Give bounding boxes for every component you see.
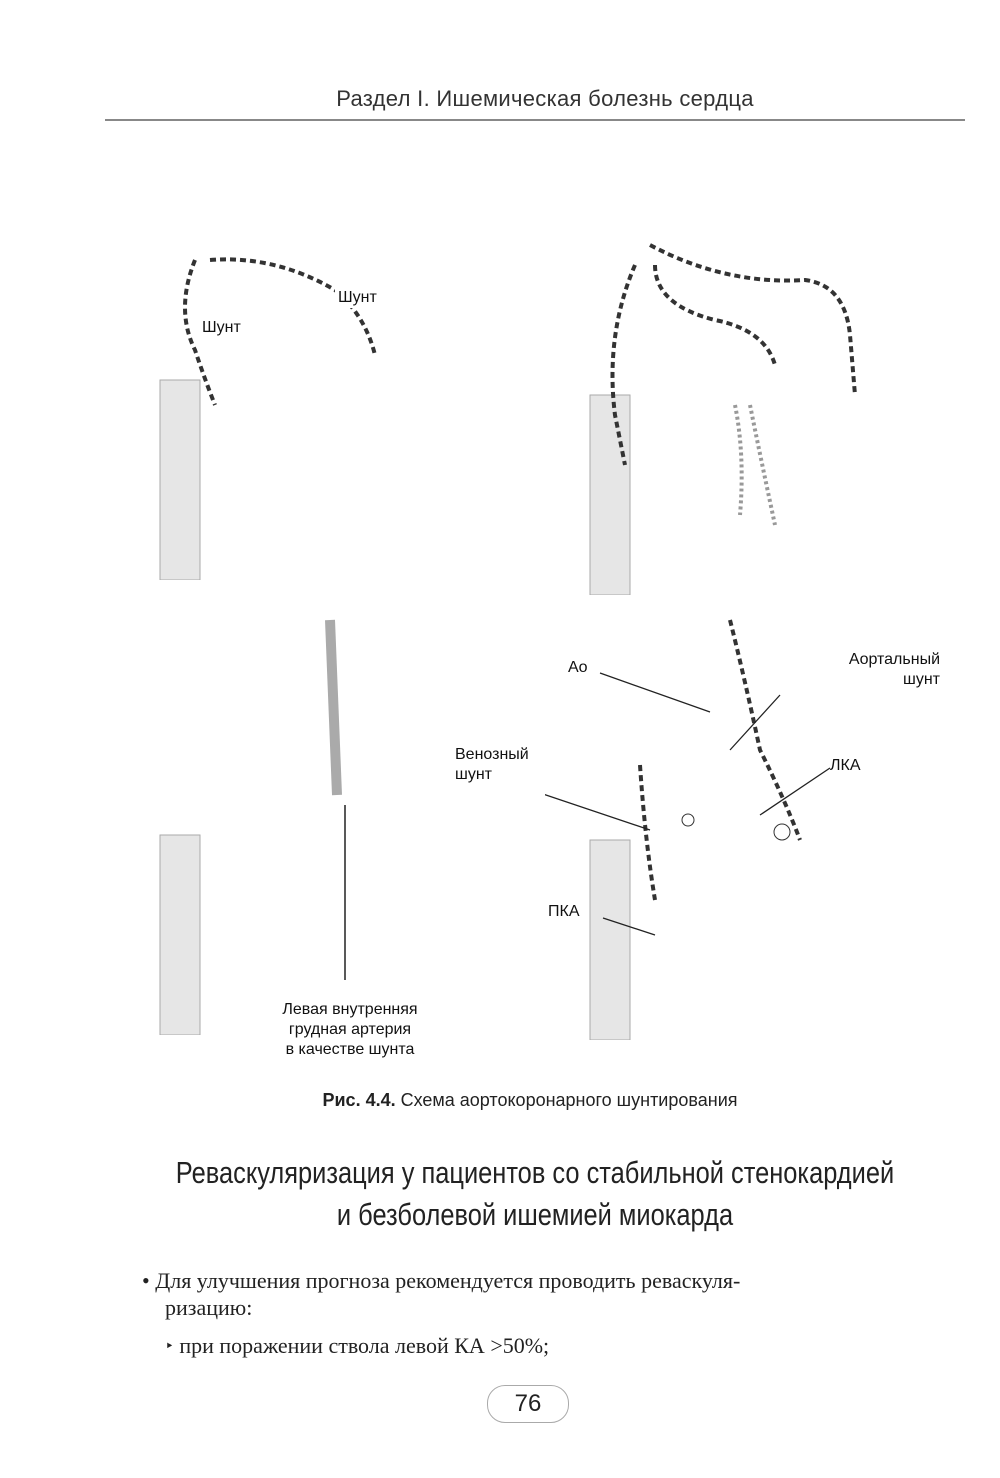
caption-text: Схема аортокоронарного шунтирования	[395, 1090, 738, 1110]
label-line: Венозный	[455, 746, 529, 763]
bullet-item: • Для улучшения прогноза рекомендуется п…	[142, 1266, 964, 1295]
heading-line: Реваскуляризация у пациентов со стабильн…	[175, 1155, 895, 1190]
pka-label: ПКА	[548, 903, 580, 920]
heart-illustration	[589, 394, 631, 596]
figure-panel-3: Левая внутренняя грудная артерия в качес…	[115, 595, 455, 1058]
caption-number: Рис. 4.4.	[322, 1090, 396, 1110]
heading-line: и безболевой ишемией миокарда	[336, 1197, 734, 1232]
figure-caption: Рис. 4.4. Схема аортокоронарного шунтиро…	[0, 1090, 1000, 1111]
shunt-label: Шунт	[199, 318, 244, 338]
label-line: Левая внутренняя	[282, 1001, 418, 1018]
figure-panel-1: Шунт Шунт	[115, 140, 455, 581]
aortic-shunt-label: Аортальный шунт	[805, 650, 940, 690]
heart-shape	[159, 379, 201, 581]
lka-label: ЛКА	[830, 757, 861, 774]
section-heading: Реваскуляризация у пациентов со стабильн…	[96, 1152, 973, 1236]
running-head: Раздел I. Ишемическая болезнь сердца	[336, 86, 754, 111]
figure-panel-4: Ао Аортальный шунт Венозный шунт ЛКА ПКА	[455, 600, 940, 1041]
label-line: шунт	[903, 671, 940, 688]
sub-bullet-text: при поражении ствола левой КА >50%;	[179, 1333, 550, 1358]
ao-label: Ао	[568, 659, 588, 676]
label-line: Аортальный	[848, 651, 940, 668]
heart-illustration	[159, 379, 201, 581]
figure-panel-2	[545, 155, 885, 596]
sub-bullet-marker: ‣	[165, 1339, 174, 1355]
heart-shape	[589, 839, 631, 1041]
heart-illustration	[159, 834, 201, 1036]
header-rule	[105, 119, 965, 121]
heart-shape	[159, 834, 201, 1036]
shunt-label: Шунт	[335, 288, 380, 308]
label-line: шунт	[455, 766, 492, 783]
page-number: 76	[487, 1385, 569, 1423]
lima-graft-label: Левая внутренняя грудная артерия в качес…	[255, 1000, 445, 1060]
bullet-text-continued: ризацию:	[165, 1295, 253, 1320]
heart-shape	[589, 394, 631, 596]
label-line: в качестве шунта	[285, 1041, 415, 1058]
bullet-text: Для улучшения прогноза рекомендуется про…	[155, 1268, 741, 1293]
heart-illustration	[589, 839, 631, 1041]
venous-shunt-label: Венозный шунт	[455, 745, 529, 785]
label-line: грудная артерия	[288, 1021, 412, 1038]
sub-bullet-item: ‣ при поражении ствола левой КА >50%;	[165, 1331, 549, 1362]
bullet-marker: •	[142, 1268, 150, 1293]
